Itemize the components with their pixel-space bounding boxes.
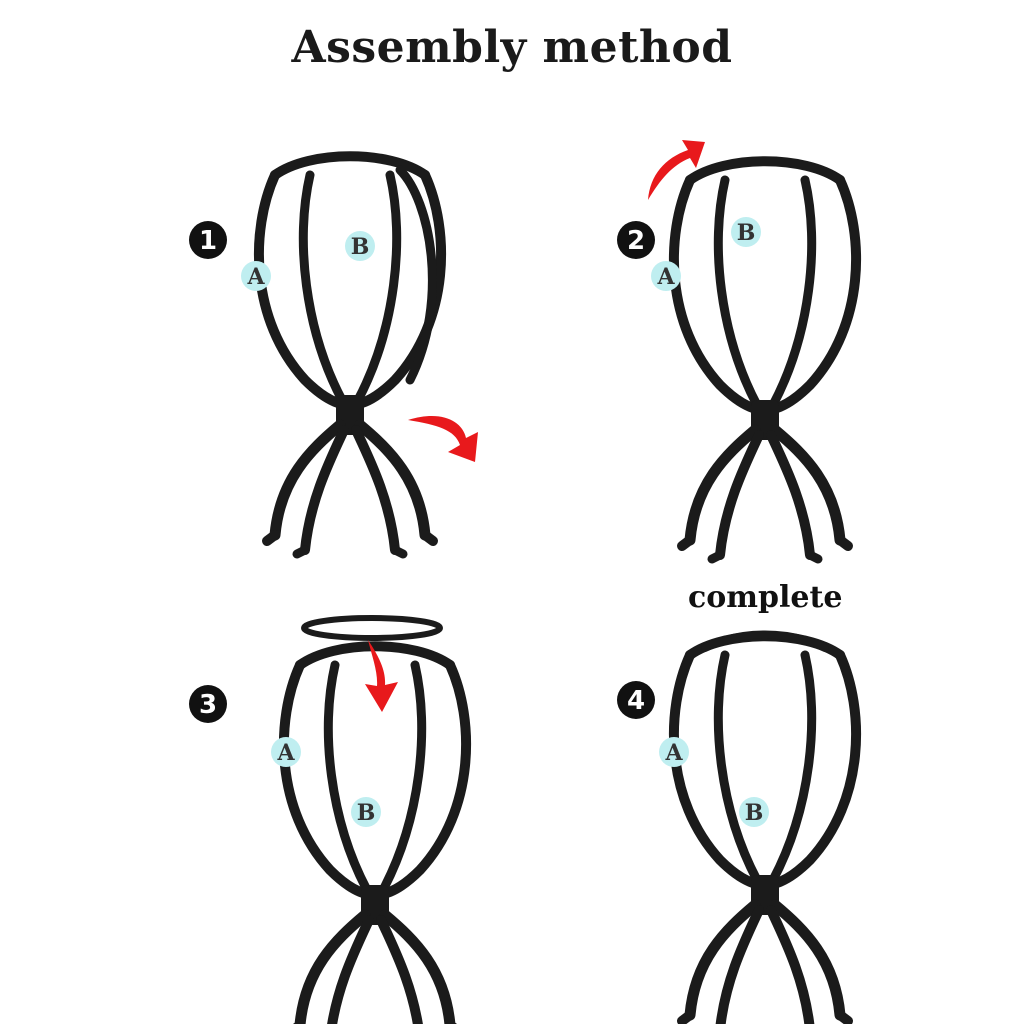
svg-text:3: 3 — [199, 690, 217, 720]
svg-text:2: 2 — [627, 226, 645, 256]
step-badge-1: 1 — [189, 221, 227, 259]
step-badge-2: 2 — [617, 221, 655, 259]
svg-text:4: 4 — [627, 686, 645, 716]
step-badge-4: 4 — [617, 681, 655, 719]
complete-label: complete — [688, 580, 843, 615]
stand-step-1 — [259, 156, 441, 554]
svg-text:A: A — [656, 264, 675, 290]
svg-text:A: A — [276, 740, 295, 766]
svg-text:B: B — [745, 800, 764, 826]
label-a: A — [271, 737, 301, 767]
svg-text:B: B — [351, 234, 370, 260]
label-a: A — [241, 261, 271, 291]
svg-text:A: A — [246, 264, 265, 290]
stand-step-3 — [284, 615, 466, 1024]
label-a: A — [659, 737, 689, 767]
svg-text:B: B — [357, 800, 376, 826]
top-ring-attached — [701, 630, 829, 652]
label-b: B — [351, 797, 381, 827]
stand-step-2 — [674, 161, 856, 559]
stand-step-4 — [674, 630, 856, 1024]
svg-text:B: B — [737, 220, 756, 246]
label-b: B — [345, 231, 375, 261]
arrow-icon — [365, 640, 398, 712]
label-a: A — [651, 261, 681, 291]
label-b: B — [739, 797, 769, 827]
step-badge-3: 3 — [189, 685, 227, 723]
label-b: B — [731, 217, 761, 247]
svg-text:1: 1 — [199, 226, 217, 256]
arrow-icon — [408, 416, 478, 462]
top-ring — [301, 615, 443, 641]
svg-text:A: A — [664, 740, 683, 766]
arrow-icon — [648, 140, 705, 200]
page-title: Assembly method — [291, 22, 733, 73]
